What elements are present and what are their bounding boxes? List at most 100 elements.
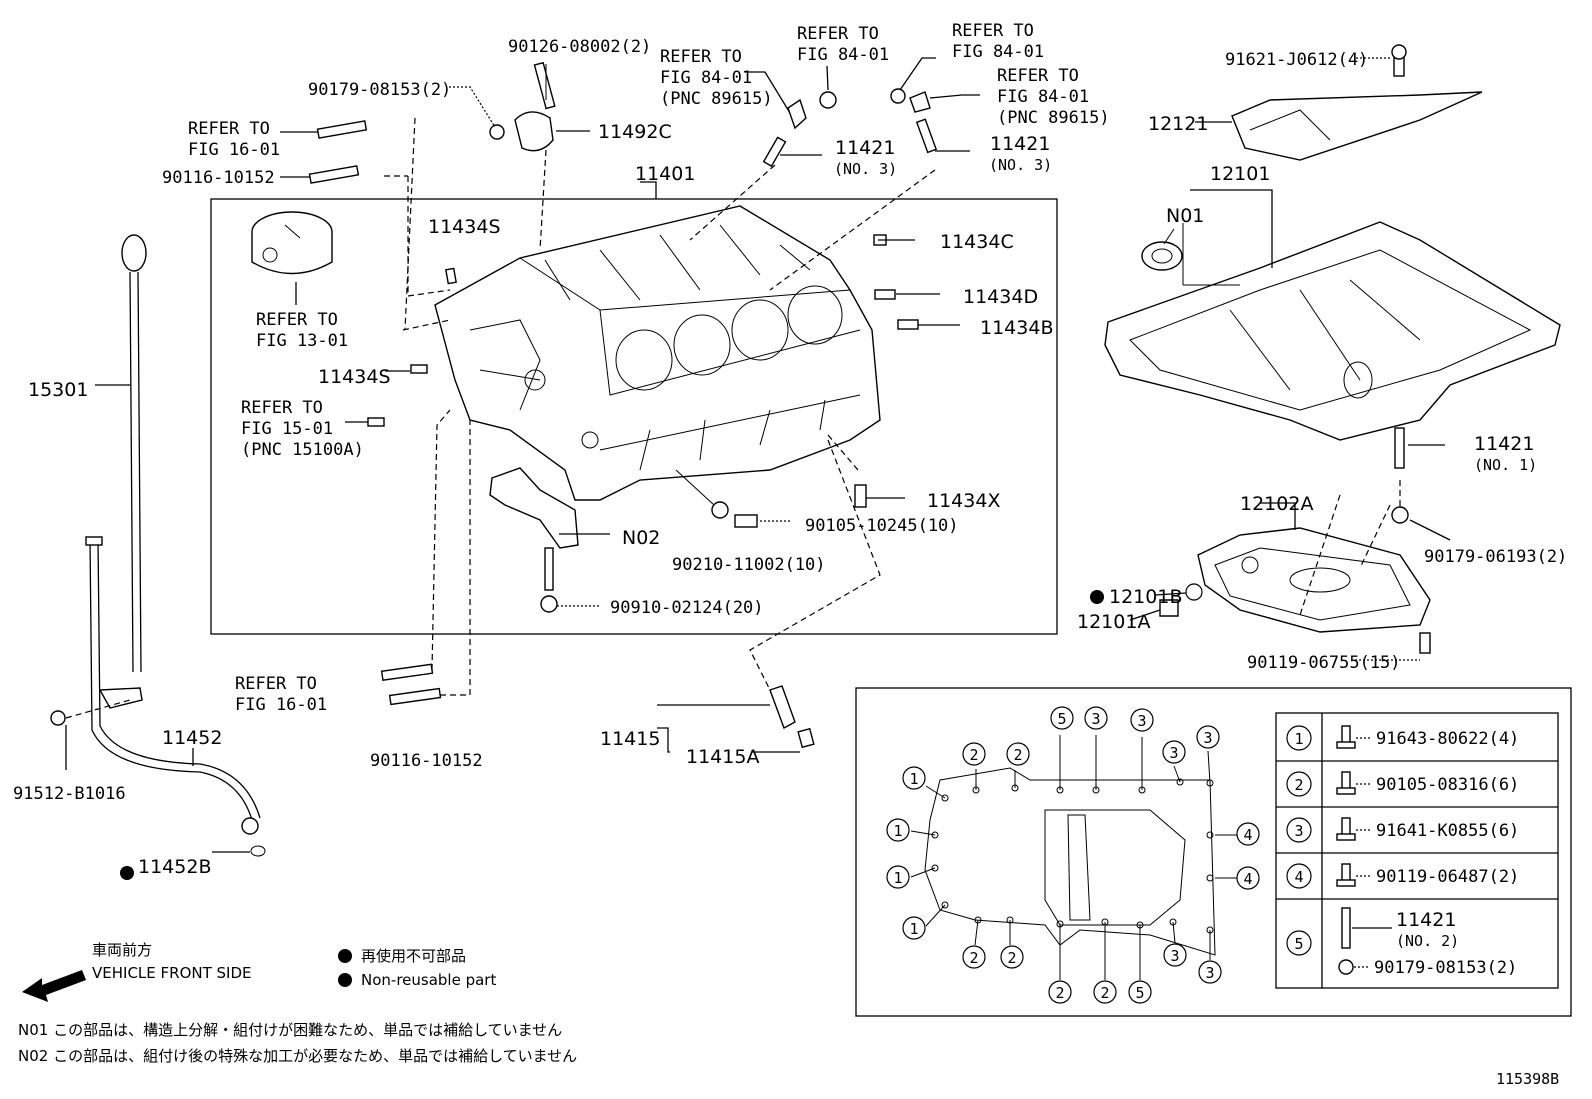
label-refer84d-3: (PNC 89615) (997, 108, 1110, 128)
svg-text:1: 1 (893, 822, 902, 840)
bolt-part-1: 91643-80622(4) (1376, 729, 1519, 749)
bolt-callouts: 1 1 1 1 2 2 5 3 3 3 3 4 4 3 3 5 2 2 2 2 (886, 706, 1260, 1004)
label-refer13-2: FIG 13-01 (256, 331, 348, 351)
svg-text:3: 3 (1091, 710, 1100, 728)
label-refer15-2: FIG 15-01 (241, 419, 333, 439)
bolt-part-3: 91641-K0855(6) (1376, 821, 1519, 841)
label-90119-06755: 90119-06755(15) (1247, 653, 1401, 673)
svg-text:2: 2 (1100, 984, 1109, 1002)
svg-text:1: 1 (893, 869, 902, 887)
svg-text:1: 1 (909, 770, 918, 788)
svg-text:5: 5 (1135, 984, 1144, 1002)
legend-nonreusable-dot-2 (338, 973, 352, 987)
label-11421-c-sub: (NO. 1) (1474, 456, 1537, 474)
bolt-table (1275, 712, 1559, 989)
bolt-table-text: 1 2 3 4 5 91643-80622(4) 90105-08316(6) … (1294, 729, 1519, 978)
label-11434b: 11434B (980, 317, 1053, 339)
svg-text:1: 1 (909, 920, 918, 938)
nonreusable-marker-11452b (120, 866, 134, 880)
label-11421-a-sub: (NO. 3) (834, 160, 897, 178)
bolt-part-2: 90105-08316(6) (1376, 775, 1519, 795)
label-refer13-1: REFER TO (256, 310, 338, 330)
label-91621: 91621-J0612(4) (1225, 50, 1368, 70)
legend-front-en: VEHICLE FRONT SIDE (92, 964, 252, 982)
label-refer84b-1: REFER TO (797, 24, 879, 44)
label-90105-10245: 90105-10245(10) (805, 516, 959, 536)
svg-text:3: 3 (1170, 947, 1179, 965)
bolt-num-1: 1 (1294, 730, 1303, 748)
oil-baffle-illustration (1231, 44, 1483, 161)
label-12121: 12121 (1148, 113, 1208, 135)
label-11421-b-sub: (NO. 3) (989, 156, 1052, 174)
label-n02: N02 (622, 527, 660, 549)
label-12102a: 12102A (1240, 493, 1313, 515)
label-refer16a-1: REFER TO (188, 119, 270, 139)
bolt-num-4: 4 (1294, 868, 1303, 886)
label-90179-06193: 90179-06193(2) (1424, 547, 1567, 567)
bolt-num-3: 3 (1294, 822, 1303, 840)
label-refer84c-2: FIG 84-01 (952, 42, 1044, 62)
label-refer84b-2: FIG 84-01 (797, 45, 889, 65)
legend-nonreusable-dot-1 (338, 949, 352, 963)
label-refer84a-2: FIG 84-01 (660, 68, 752, 88)
bolt-part-5b: 90179-08153(2) (1374, 958, 1517, 978)
svg-text:4: 4 (1243, 870, 1252, 888)
svg-text:3: 3 (1203, 729, 1212, 747)
dipstick-illustration (50, 234, 266, 857)
nonreusable-marker-12101b (1090, 590, 1104, 604)
part-labels: 90126-08002(2) 90179-08153(2) REFER TO F… (13, 21, 1567, 878)
label-11434s-top: 11434S (428, 216, 501, 238)
svg-text:3: 3 (1169, 744, 1178, 762)
bolt-part-4: 90119-06487(2) (1376, 867, 1519, 887)
legend-front-jp: 車両前方 (92, 941, 152, 959)
label-refer15-3: (PNC 15100A) (241, 440, 364, 460)
legend-nonreuse-en: Non-reusable part (361, 971, 496, 989)
label-refer15-1: REFER TO (241, 398, 323, 418)
label-11452b: 11452B (138, 856, 211, 878)
label-n01: N01 (1166, 205, 1204, 227)
svg-text:3: 3 (1137, 712, 1146, 730)
bearing-cap-illustration (489, 467, 579, 613)
label-11434d: 11434D (963, 286, 1038, 308)
oil-pan-upper-illustration (1104, 221, 1561, 441)
label-refer16b-2: FIG 16-01 (235, 695, 327, 715)
label-90910: 90910-02124(20) (610, 598, 764, 618)
label-11452: 11452 (162, 727, 222, 749)
leader-lines (65, 57, 1451, 853)
legend: 車両前方 VEHICLE FRONT SIDE 再使用不可部品 Non-reus… (18, 941, 1559, 1088)
label-11415: 11415 (600, 728, 660, 750)
label-90116-bottom: 90116-10152 (370, 751, 483, 771)
label-11401: 11401 (635, 163, 695, 185)
label-11421-b: 11421 (990, 133, 1050, 155)
note-n02: N02 この部品は、組付け後の特殊な加工が必要なため、単品では補給していません (18, 1047, 577, 1065)
label-refer84a-3: (PNC 89615) (660, 89, 773, 109)
svg-text:5: 5 (1057, 710, 1066, 728)
bolt-num-5: 5 (1294, 935, 1303, 953)
label-refer84d-2: FIG 84-01 (997, 87, 1089, 107)
bolt-part-5: 11421 (1396, 909, 1456, 931)
label-90179-08153: 90179-08153(2) (308, 80, 451, 100)
label-12101b: 12101B (1109, 586, 1182, 608)
piston-illustration (251, 211, 333, 275)
bolt-part-5-sub: (NO. 2) (1396, 932, 1459, 950)
label-12101: 12101 (1210, 163, 1270, 185)
bolt-layout-inset-frame (855, 687, 1572, 1017)
studs-and-pins (308, 61, 938, 749)
label-refer84c-1: REFER TO (952, 21, 1034, 41)
vehicle-front-arrow-icon (22, 970, 86, 1002)
figure-id: 115398B (1496, 1070, 1559, 1088)
label-11434c: 11434C (940, 231, 1014, 253)
svg-text:2: 2 (1013, 746, 1022, 764)
bolt-num-2: 2 (1294, 776, 1303, 794)
svg-text:2: 2 (1007, 949, 1016, 967)
svg-text:3: 3 (1205, 964, 1214, 982)
label-90126: 90126-08002(2) (508, 37, 651, 57)
svg-text:2: 2 (969, 949, 978, 967)
label-refer84a-1: REFER TO (660, 47, 742, 67)
engine-block-frame (210, 198, 1058, 635)
svg-text:4: 4 (1243, 826, 1252, 844)
label-11434x: 11434X (927, 490, 1000, 512)
label-91512: 91512-B1016 (13, 784, 126, 804)
label-11421-a: 11421 (835, 137, 895, 159)
